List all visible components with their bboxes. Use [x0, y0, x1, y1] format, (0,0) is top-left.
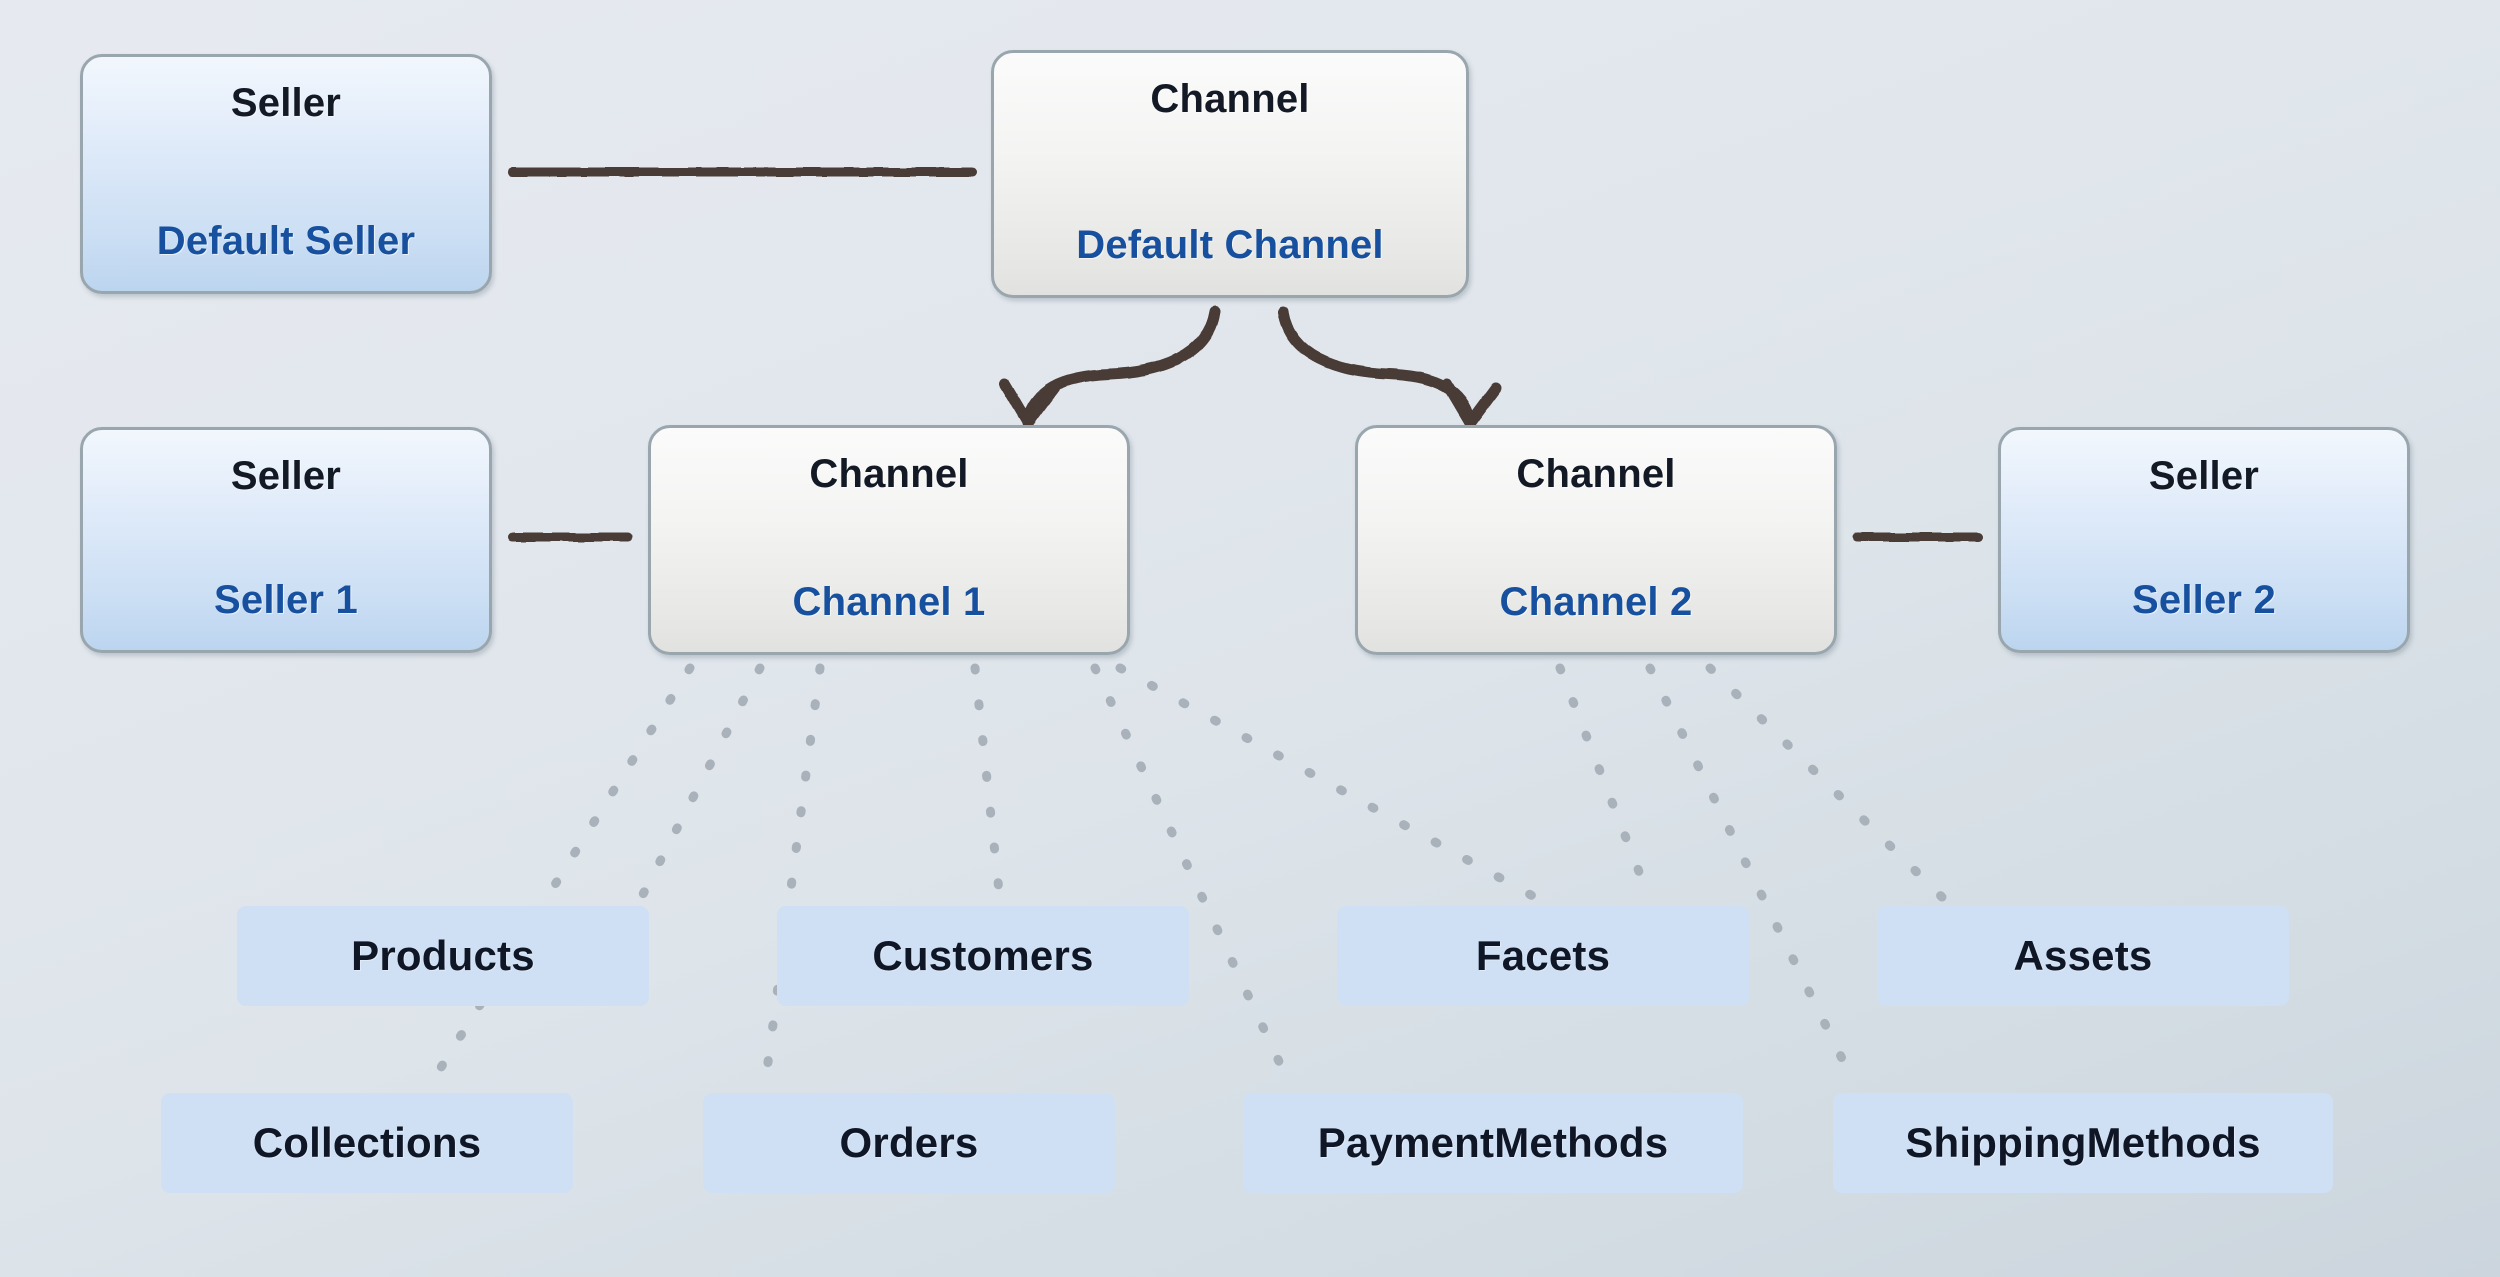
- entity-chip-label: Products: [351, 932, 535, 979]
- entity-name-label: Channel 1: [792, 580, 986, 624]
- entity-chip-products[interactable]: Products: [237, 906, 649, 1006]
- entity-type-label: Seller: [230, 454, 342, 498]
- entity-chip-paymentmethods[interactable]: PaymentMethods: [1243, 1093, 1743, 1193]
- entity-chip-collections[interactable]: Collections: [161, 1093, 573, 1193]
- entity-chip-label: Orders: [839, 1119, 979, 1166]
- connector-channel1-to-products: [635, 663, 765, 905]
- arrow-to-channel-2: [1277, 306, 1476, 426]
- arrow-connectors: [999, 306, 1502, 429]
- entity-type-label: Channel: [809, 452, 969, 496]
- entity-type-label: Channel: [1516, 452, 1676, 496]
- entity-name-label: Default Seller: [156, 219, 416, 263]
- entity-chip-label: PaymentMethods: [1317, 1119, 1669, 1166]
- entity-name-label: Seller 2: [2132, 578, 2276, 622]
- entity-name-label: Default Channel: [1076, 223, 1384, 267]
- arrow-to-channel-1-head: [999, 378, 1060, 429]
- entity-chip-label: Assets: [2013, 932, 2153, 979]
- connector-channel1-to-collections: [425, 663, 695, 1090]
- entity-type-label: Seller: [2148, 454, 2260, 498]
- entity-chip-orders[interactable]: Orders: [703, 1093, 1115, 1193]
- entity-chip-label: Facets: [1475, 932, 1611, 979]
- connector-channel1-to-paymentmethods: [1090, 663, 1295, 1090]
- arrow-to-channel-1: [1022, 306, 1221, 426]
- entity-chip-label: Customers: [872, 932, 1094, 979]
- entity-chip-assets[interactable]: Assets: [1877, 906, 2289, 1006]
- entity-chip-label: Collections: [252, 1119, 482, 1166]
- connector-channel2-to-facets: [1555, 663, 1655, 905]
- arrow-to-channel-2-head: [1441, 378, 1502, 429]
- entity-type-label: Channel: [1150, 77, 1310, 121]
- connector-channel2-to-shippingmethods: [1645, 663, 1860, 1090]
- connector-channel1-to-facets: [1115, 663, 1545, 905]
- dotted-connectors: [425, 663, 1950, 1090]
- entity-chip-facets[interactable]: Facets: [1337, 906, 1749, 1006]
- entity-type-label: Seller: [230, 81, 342, 125]
- entity-name-label: Channel 2: [1499, 580, 1693, 624]
- connector-channel1-to-customers: [970, 663, 1005, 905]
- entity-chip-label: ShippingMethods: [1905, 1119, 2261, 1166]
- entity-chip-shippingmethods[interactable]: ShippingMethods: [1833, 1093, 2333, 1193]
- connector-channel1-to-orders: [760, 663, 825, 1090]
- entity-chip-customers[interactable]: Customers: [777, 906, 1189, 1006]
- connector-channel2-to-assets: [1705, 663, 1950, 905]
- entity-name-label: Seller 1: [214, 578, 358, 622]
